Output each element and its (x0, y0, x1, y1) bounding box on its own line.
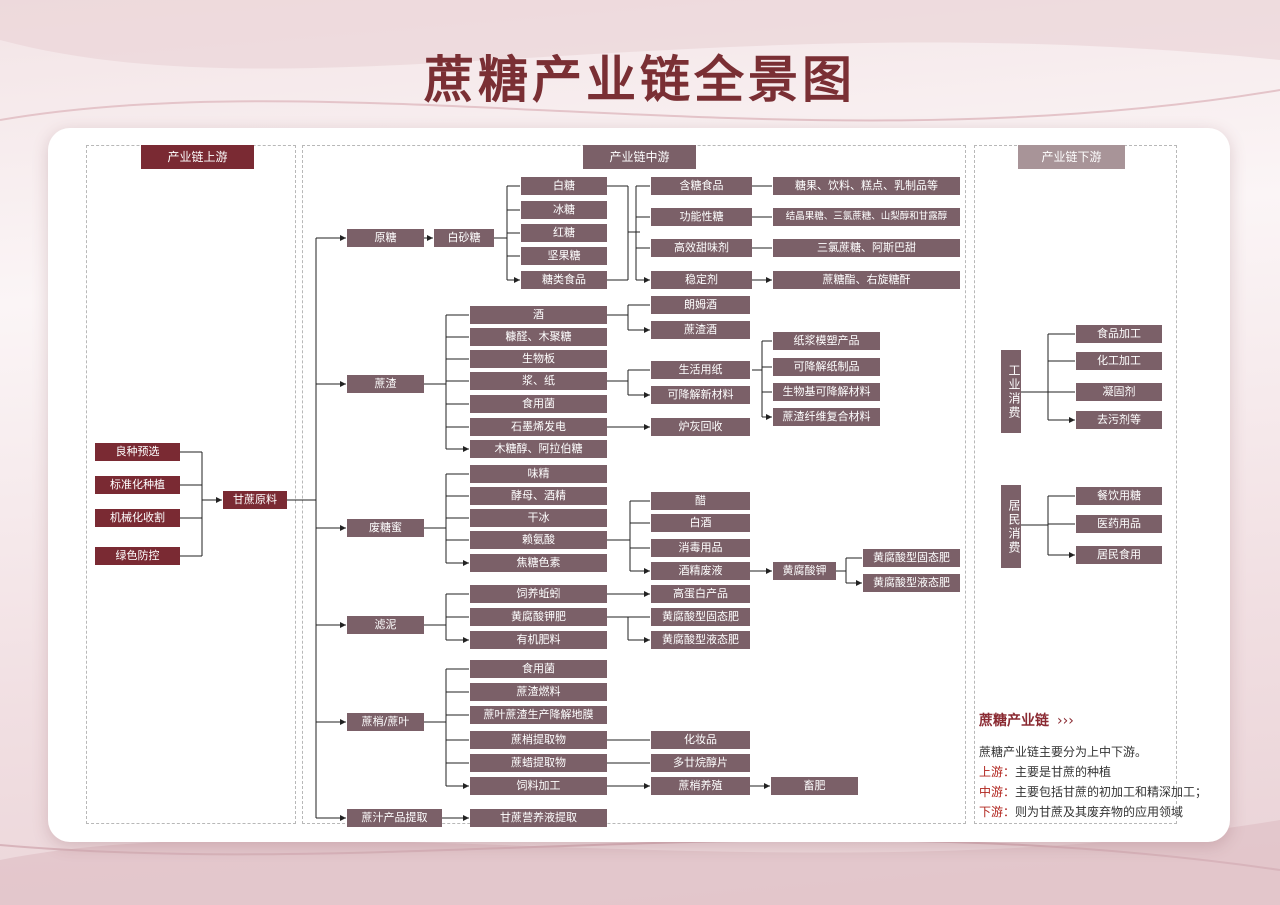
legend-row-upstream: 上游：主要是甘蔗的种植 (979, 762, 1229, 782)
upstream-header: 产业链上游 (141, 145, 254, 169)
white-granulated-sugar-node: 白砂糖 (434, 229, 494, 247)
filter-mud-derived-protein: 高蛋白产品 (651, 585, 750, 603)
sugar-product-brown: 红糖 (521, 224, 607, 242)
upstream-item-green-control: 绿色防控 (95, 547, 180, 565)
material-pulp-molded: 纸浆模塑产品 (773, 332, 880, 350)
industrial-chemical-processing: 化工加工 (1076, 352, 1162, 370)
juice-extraction-node: 蔗汁产品提取 (347, 809, 442, 827)
sugar-app-sweet-food: 含糖食品 (651, 177, 752, 195)
tops-product-mulch-film: 蔗叶蔗渣生产降解地膜 (470, 706, 607, 724)
bagasse-product-xylitol: 木糖醇、阿拉伯糖 (470, 440, 607, 458)
legend-key-upstream: 上游： (979, 765, 1016, 779)
industrial-detergent: 去污剂等 (1076, 411, 1162, 429)
molasses-product-caramel: 焦糖色素 (470, 554, 607, 572)
filter-mud-product-organic: 有机肥料 (470, 631, 607, 649)
sugarcane-raw-node: 甘蔗原料 (223, 491, 287, 509)
residential-catering-sugar: 餐饮用糖 (1076, 487, 1162, 505)
molasses-product-lysine: 赖氨酸 (470, 531, 607, 549)
molasses-product-msg: 味精 (470, 465, 607, 483)
molasses-node: 废糖蜜 (347, 519, 424, 537)
wine-bagasse: 蔗渣酒 (651, 321, 750, 339)
tops-derived-policosanol: 多廿烷醇片 (651, 754, 750, 772)
residential-household: 居民食用 (1076, 546, 1162, 564)
fulvic-potassium-node: 黄腐酸钾 (773, 562, 836, 580)
fulvic-solid-fertilizer: 黄腐酸型固态肥 (863, 549, 960, 567)
bagasse-product-wine: 酒 (470, 306, 607, 324)
sugar-use-functional-sugars: 结晶果糖、三氯蔗糖、山梨醇和甘露醇 (773, 208, 960, 226)
sugar-product-white: 白糖 (521, 177, 607, 195)
sugar-app-functional: 功能性糖 (651, 208, 752, 226)
sugar-use-esters: 蔗糖酯、右旋糖酐 (773, 271, 960, 289)
molasses-derived-alcohol-waste: 酒精废液 (651, 562, 750, 580)
tops-product-feed: 饲料加工 (470, 777, 607, 795)
filter-mud-product-earthworm: 饲养蚯蚓 (470, 585, 607, 603)
molasses-derived-vinegar: 醋 (651, 492, 750, 510)
midstream-header: 产业链中游 (583, 145, 696, 169)
bagasse-node: 蔗渣 (347, 375, 424, 393)
industrial-food-processing: 食品加工 (1076, 325, 1162, 343)
legend-arrow-icon: ››› (1057, 713, 1074, 729)
legend-key-downstream: 下游： (979, 805, 1016, 819)
filter-mud-product-fulvic-fertilizer: 黄腐酸钾肥 (470, 608, 607, 626)
bagasse-product-graphene-power: 石墨烯发电 (470, 418, 607, 436)
upstream-item-standard-planting: 标准化种植 (95, 476, 180, 494)
legend-text-midstream: 主要包括甘蔗的初加工和精深加工； (1015, 785, 1208, 799)
legend-text-upstream: 主要是甘蔗的种植 (1015, 765, 1112, 779)
residential-consumption-node: 居民消费 (1001, 485, 1021, 568)
legend-title: 蔗糖产业链 ››› (979, 710, 1229, 730)
sugar-use-confectionery: 糖果、饮料、糕点、乳制品等 (773, 177, 960, 195)
livestock-manure: 畜肥 (771, 777, 858, 795)
sugar-use-sweeteners: 三氯蔗糖、阿斯巴甜 (773, 239, 960, 257)
wine-rum: 朗姆酒 (651, 296, 750, 314)
bagasse-product-bioboard: 生物板 (470, 350, 607, 368)
downstream-header: 产业链下游 (1018, 145, 1125, 169)
bagasse-product-mushroom: 食用菌 (470, 395, 607, 413)
upstream-item-seed-selection: 良种预选 (95, 443, 180, 461)
tops-product-fuel: 蔗渣燃料 (470, 683, 607, 701)
filter-mud-derived-solid: 黄腐酸型固态肥 (651, 608, 750, 626)
sugar-product-nut: 坚果糖 (521, 247, 607, 265)
legend-text-downstream: 则为甘蔗及其废弃物的应用领域 (1015, 805, 1184, 819)
material-degradable-paper: 可降解纸制品 (773, 358, 880, 376)
molasses-derived-disinfectant: 消毒用品 (651, 539, 750, 557)
fulvic-liquid-fertilizer: 黄腐酸型液态肥 (863, 574, 960, 592)
legend-key-midstream: 中游： (979, 785, 1016, 799)
filter-mud-derived-liquid: 黄腐酸型液态肥 (651, 631, 750, 649)
filter-mud-node: 滤泥 (347, 616, 424, 634)
industrial-consumption-node: 工业消费 (1001, 350, 1021, 433)
tops-leaves-node: 蔗梢/蔗叶 (347, 713, 424, 731)
sugar-product-rock: 冰糖 (521, 201, 607, 219)
legend: 蔗糖产业链››› 蔗糖产业链主要分为上中下游。 上游：主要是甘蔗的种植 中游：主… (979, 710, 1229, 822)
raw-sugar-node: 原糖 (347, 229, 424, 247)
material-biobased: 生物基可降解材料 (773, 383, 880, 401)
tops-derived-breeding: 蔗梢养殖 (651, 777, 750, 795)
industrial-coagulant: 凝固剂 (1076, 383, 1162, 401)
legend-row-midstream: 中游：主要包括甘蔗的初加工和精深加工； (979, 782, 1229, 802)
legend-row-downstream: 下游：则为甘蔗及其废弃物的应用领域 (979, 802, 1229, 822)
bagasse-product-furfural: 糠醛、木聚糖 (470, 328, 607, 346)
tops-product-wax-extract: 蔗蜡提取物 (470, 754, 607, 772)
ash-recycling: 炉灰回收 (651, 418, 750, 436)
sugar-product-food: 糖类食品 (521, 271, 607, 289)
juice-nutrient-extraction: 甘蔗营养液提取 (470, 809, 607, 827)
bagasse-product-pulp-paper: 浆、纸 (470, 372, 607, 390)
tops-derived-cosmetics: 化妆品 (651, 731, 750, 749)
tops-product-mushroom: 食用菌 (470, 660, 607, 678)
material-fiber-composite: 蔗渣纤维复合材料 (773, 408, 880, 426)
paper-degradable-material: 可降解新材料 (651, 386, 750, 404)
page-title: 蔗糖产业链全景图 (424, 51, 856, 109)
legend-title-text: 蔗糖产业链 (979, 713, 1049, 729)
tops-product-tip-extract: 蔗梢提取物 (470, 731, 607, 749)
legend-intro: 蔗糖产业链主要分为上中下游。 (979, 745, 1148, 759)
molasses-product-yeast: 酵母、酒精 (470, 487, 607, 505)
sugar-app-sweetener: 高效甜味剂 (651, 239, 752, 257)
paper-tissue: 生活用纸 (651, 361, 750, 379)
molasses-product-dry-ice: 干冰 (470, 509, 607, 527)
molasses-derived-liquor: 白酒 (651, 514, 750, 532)
sugar-app-stabilizer: 稳定剂 (651, 271, 752, 289)
residential-medical: 医药用品 (1076, 515, 1162, 533)
upstream-item-mechanized-harvest: 机械化收割 (95, 509, 180, 527)
